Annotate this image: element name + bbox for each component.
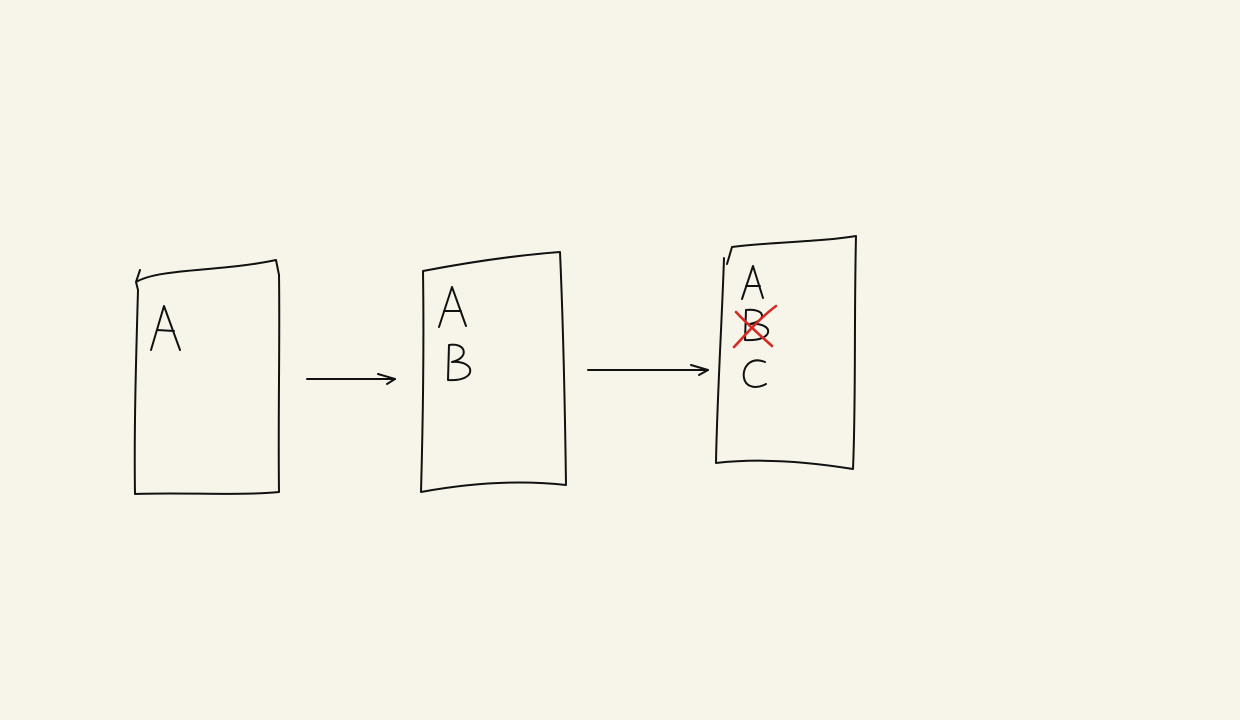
arrow-1 [306, 373, 396, 385]
box-1-outline [133, 259, 281, 495]
box-3-letter-c [742, 359, 767, 388]
box-2 [420, 251, 567, 493]
box-1 [133, 259, 281, 495]
box-2-outline [420, 251, 567, 493]
box-2-letter-a [438, 286, 467, 328]
box-3 [715, 235, 857, 470]
box-1-letter-a [150, 305, 181, 351]
arrow-2-head [690, 364, 709, 376]
box-2-letter-b [447, 343, 472, 382]
arrow-2 [587, 364, 709, 376]
box-3-outline [715, 235, 857, 470]
box-3-letter-a [741, 265, 764, 300]
arrow-1-head [377, 373, 396, 385]
strikethrough-x-mark [732, 304, 778, 349]
